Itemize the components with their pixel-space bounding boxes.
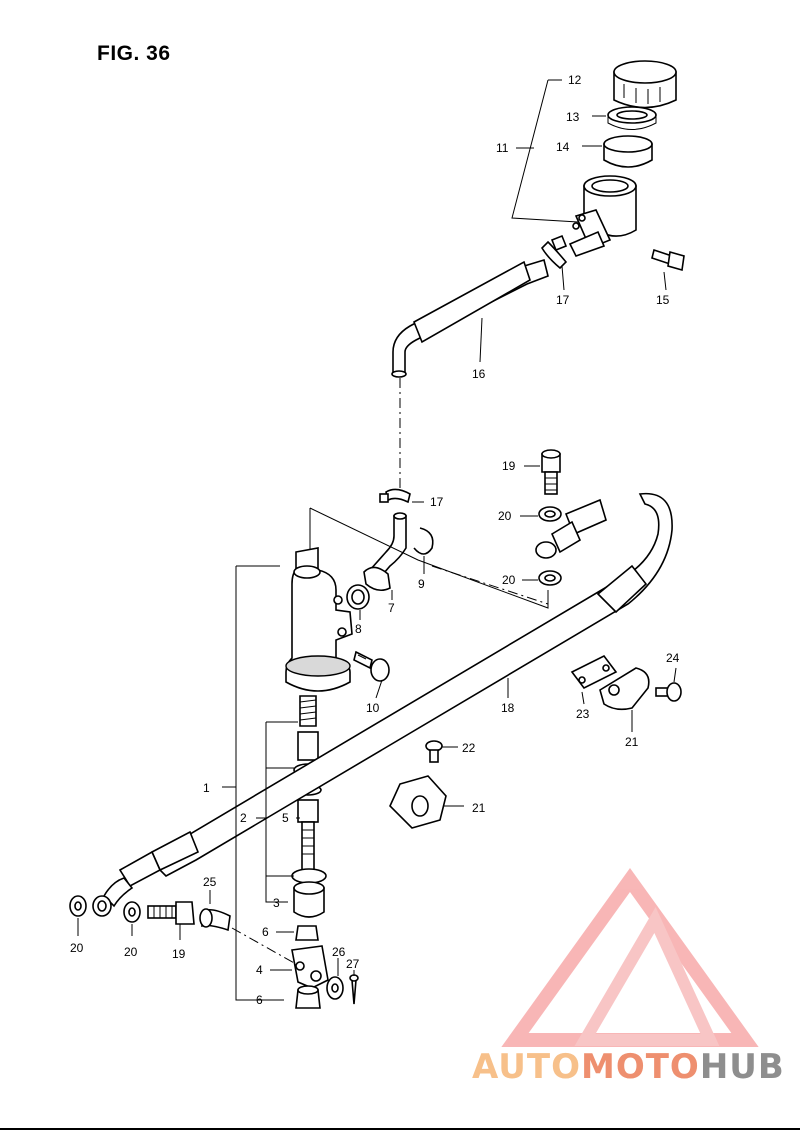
guide-screw-right xyxy=(655,682,682,702)
hose-guide-plate xyxy=(570,654,618,690)
union-bolt-lower xyxy=(147,901,195,925)
union-bolt-upper xyxy=(541,449,561,495)
callout-labels: 12 13 14 11 15 17 16 17 19 20 20 9 7 8 1… xyxy=(70,73,680,1007)
watermark-text: AUTOMOTOHUB xyxy=(472,1047,785,1087)
hose-clamp-upper xyxy=(540,234,568,270)
callout-19-lower: 19 xyxy=(172,947,186,961)
callout-9: 9 xyxy=(418,577,425,591)
push-rod xyxy=(297,799,319,873)
callout-27: 27 xyxy=(346,957,360,971)
reservoir-bolt xyxy=(651,248,685,272)
callout-8: 8 xyxy=(355,622,362,636)
callout-19-upper: 19 xyxy=(502,459,516,473)
diaphragm xyxy=(603,135,653,168)
callout-3: 3 xyxy=(273,896,280,910)
reservoir-hose xyxy=(391,258,549,378)
callout-10: 10 xyxy=(366,701,380,715)
washer-pin xyxy=(326,976,344,1000)
watermark-auto: AUTO xyxy=(472,1047,581,1087)
callout-18: 18 xyxy=(501,701,515,715)
nut-upper xyxy=(295,925,319,941)
callout-1: 1 xyxy=(203,781,210,795)
callout-17-lower: 17 xyxy=(430,495,444,509)
reservoir-cap xyxy=(613,60,677,109)
hose-fitting xyxy=(363,512,407,592)
hose-banjo-lower xyxy=(92,850,162,917)
brake-hose xyxy=(148,492,673,877)
callout-24: 24 xyxy=(666,651,680,665)
reservoir-body xyxy=(568,175,637,257)
callout-15: 15 xyxy=(656,293,670,307)
dust-boot xyxy=(291,868,327,918)
watermark-moto: MOTO xyxy=(580,1047,700,1087)
circlip xyxy=(413,527,434,555)
callout-20-upper: 20 xyxy=(498,509,512,523)
sealing-washer-4 xyxy=(123,901,141,923)
o-ring xyxy=(346,584,370,610)
callout-26: 26 xyxy=(332,945,346,959)
callout-6-lower: 6 xyxy=(256,993,263,1007)
clevis-pin xyxy=(199,908,231,932)
mounting-bolt xyxy=(353,650,390,682)
callout-20-middle: 20 xyxy=(502,573,516,587)
hose-banjo-upper xyxy=(535,498,607,559)
callout-12: 12 xyxy=(568,73,582,87)
callout-23: 23 xyxy=(576,707,590,721)
callout-6-upper: 6 xyxy=(262,925,269,939)
callout-5: 5 xyxy=(282,811,289,825)
spring xyxy=(299,695,317,727)
diaphragm-plate xyxy=(607,106,657,130)
master-cylinder-body xyxy=(285,547,353,692)
leader-lines xyxy=(77,79,677,1001)
callout-17-upper: 17 xyxy=(556,293,570,307)
callout-2: 2 xyxy=(240,811,247,825)
watermark-logo xyxy=(501,868,759,1047)
callout-20-center: 20 xyxy=(124,945,138,959)
callout-22: 22 xyxy=(462,741,476,755)
guide-screw-center xyxy=(425,740,443,763)
callout-25: 25 xyxy=(203,875,217,889)
watermark-hub: HUB xyxy=(699,1047,785,1087)
callout-16: 16 xyxy=(472,367,486,381)
callout-21-center: 21 xyxy=(472,801,486,815)
callout-7: 7 xyxy=(388,601,395,615)
hose-clamp-lower xyxy=(379,488,411,504)
sealing-washer-1 xyxy=(538,506,562,522)
callout-21-right: 21 xyxy=(625,735,639,749)
clevis xyxy=(291,945,329,989)
hose-guide-right xyxy=(599,667,650,711)
callout-14: 14 xyxy=(556,140,570,154)
callout-20-left: 20 xyxy=(70,941,84,955)
callout-4: 4 xyxy=(256,963,263,977)
nut-lower xyxy=(295,985,321,1009)
figure-title: FIG. 36 xyxy=(97,42,171,65)
callout-13: 13 xyxy=(566,110,580,124)
sealing-washer-3 xyxy=(69,895,87,917)
bottom-border xyxy=(0,1128,800,1130)
callout-11: 11 xyxy=(496,141,509,155)
cotter-pin xyxy=(349,974,359,1005)
sealing-washer-2 xyxy=(538,570,562,586)
hose-guide-center xyxy=(389,775,447,829)
